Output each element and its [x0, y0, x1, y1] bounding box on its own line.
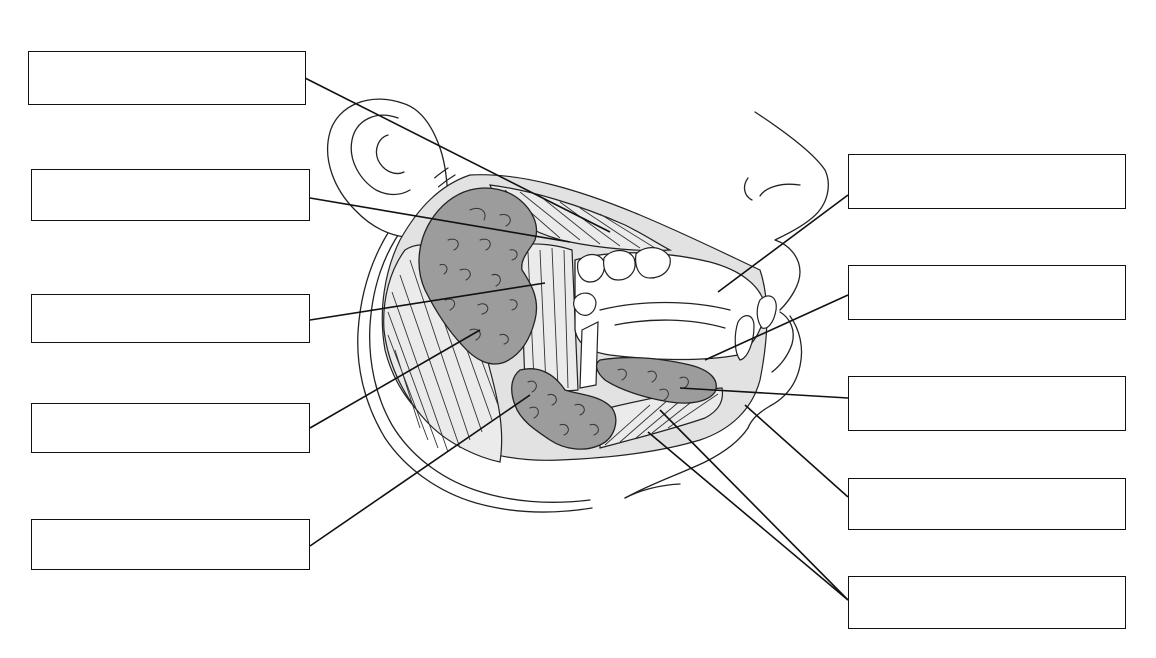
label-box-5[interactable] [31, 519, 310, 570]
oral-cavity [573, 247, 777, 389]
label-box-7[interactable] [848, 265, 1126, 320]
leader-line-10a [659, 409, 849, 601]
label-box-4[interactable] [31, 403, 310, 453]
leader-line-1 [304, 77, 611, 233]
leader-line-9 [744, 404, 849, 498]
leader-line-4 [309, 329, 481, 429]
label-box-2[interactable] [31, 169, 310, 221]
label-box-9[interactable] [848, 478, 1126, 530]
leader-line-2 [309, 197, 571, 243]
label-box-3[interactable] [31, 294, 310, 343]
leader-line-5 [309, 394, 531, 547]
leader-lines [304, 77, 849, 601]
leader-line-3 [309, 282, 546, 321]
sublingual-gland [595, 356, 717, 404]
neck-contour [624, 483, 681, 499]
leader-line-10b [647, 431, 849, 601]
leader-line-6 [717, 194, 849, 293]
leader-line-7 [704, 294, 849, 361]
label-box-8[interactable] [848, 376, 1126, 431]
leader-line-8 [679, 387, 849, 399]
label-box-1[interactable] [28, 51, 306, 105]
label-box-10[interactable] [848, 576, 1126, 629]
label-box-6[interactable] [848, 154, 1126, 209]
